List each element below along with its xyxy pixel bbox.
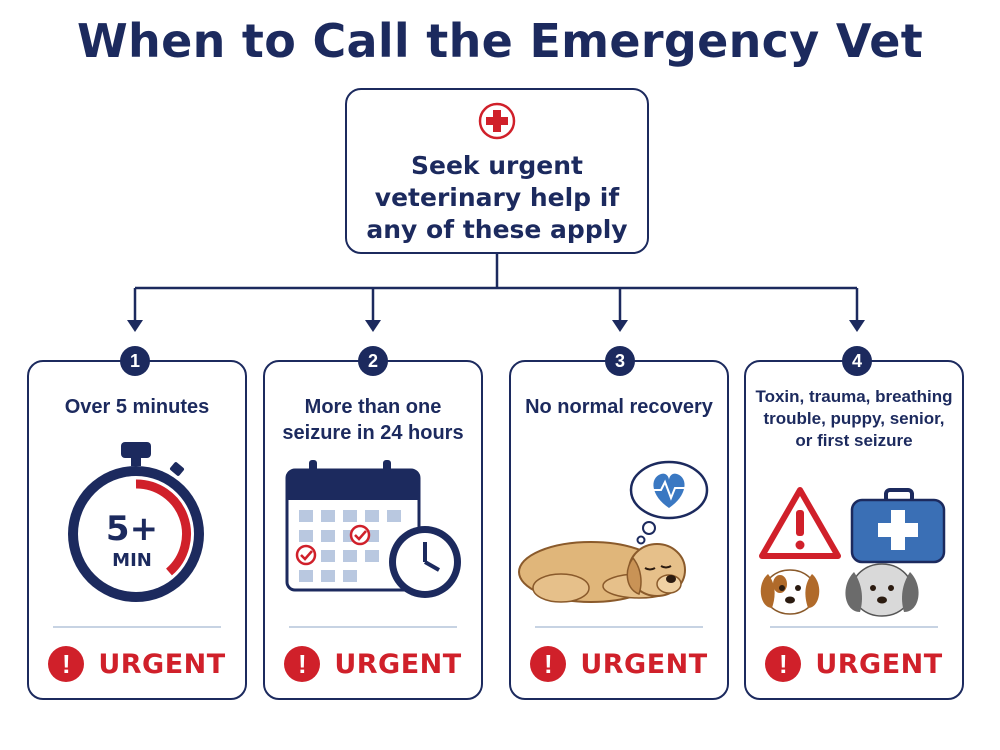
lying-dog-heartbeat-icon (518, 460, 709, 603)
urgent-indicator: ! URGENT (265, 644, 481, 684)
card-divider (535, 626, 703, 628)
criteria-label: Toxin, trauma, breathing trouble, puppy,… (755, 387, 953, 450)
step-number-badge: 3 (605, 346, 635, 376)
step-number-badge: 2 (358, 346, 388, 376)
urgent-label: URGENT (334, 648, 462, 680)
card-divider (770, 626, 938, 628)
criteria-label: Over 5 minutes (64, 396, 210, 418)
main-instruction-text: Seek urgent veterinary help if any of th… (366, 151, 628, 244)
criteria-card-4: Toxin, trauma, breathing trouble, puppy,… (744, 360, 964, 700)
card-divider (53, 626, 221, 628)
urgent-indicator: ! URGENT (29, 644, 245, 684)
criteria-label: No normal recovery (525, 396, 713, 418)
criteria-card-1: Over 5 minutes 5+ MIN ! URGENT (27, 360, 247, 700)
urgent-label: URGENT (580, 648, 708, 680)
page-title: When to Call the Emergency Vet (76, 14, 923, 68)
calendar-clock-icon (285, 460, 461, 598)
card-divider (289, 626, 457, 628)
alert-icon: ! (48, 646, 85, 682)
warning-firstaid-dogs-icon (759, 487, 946, 617)
criteria-label: More than one seizure in 24 hours (282, 396, 464, 444)
criteria-card-3: No normal recovery ! URGENT (509, 360, 729, 700)
urgent-indicator: ! URGENT (511, 644, 727, 684)
urgent-label: URGENT (815, 648, 943, 680)
alert-icon: ! (765, 646, 802, 682)
timer-unit: MIN (112, 550, 152, 571)
urgent-label: URGENT (98, 648, 226, 680)
step-number-badge: 1 (120, 346, 150, 376)
alert-icon: ! (530, 646, 567, 682)
stopwatch-icon: 5+ MIN (68, 442, 204, 602)
criteria-card-2: More than one seizure in 24 hours ! URGE… (263, 360, 483, 700)
main-instruction-box: Seek urgent veterinary help if any of th… (345, 88, 649, 254)
alert-icon: ! (284, 646, 321, 682)
step-number-badge: 4 (842, 346, 872, 376)
medical-cross-icon (478, 102, 516, 140)
urgent-indicator: ! URGENT (746, 644, 962, 684)
timer-value: 5+ (106, 509, 158, 549)
